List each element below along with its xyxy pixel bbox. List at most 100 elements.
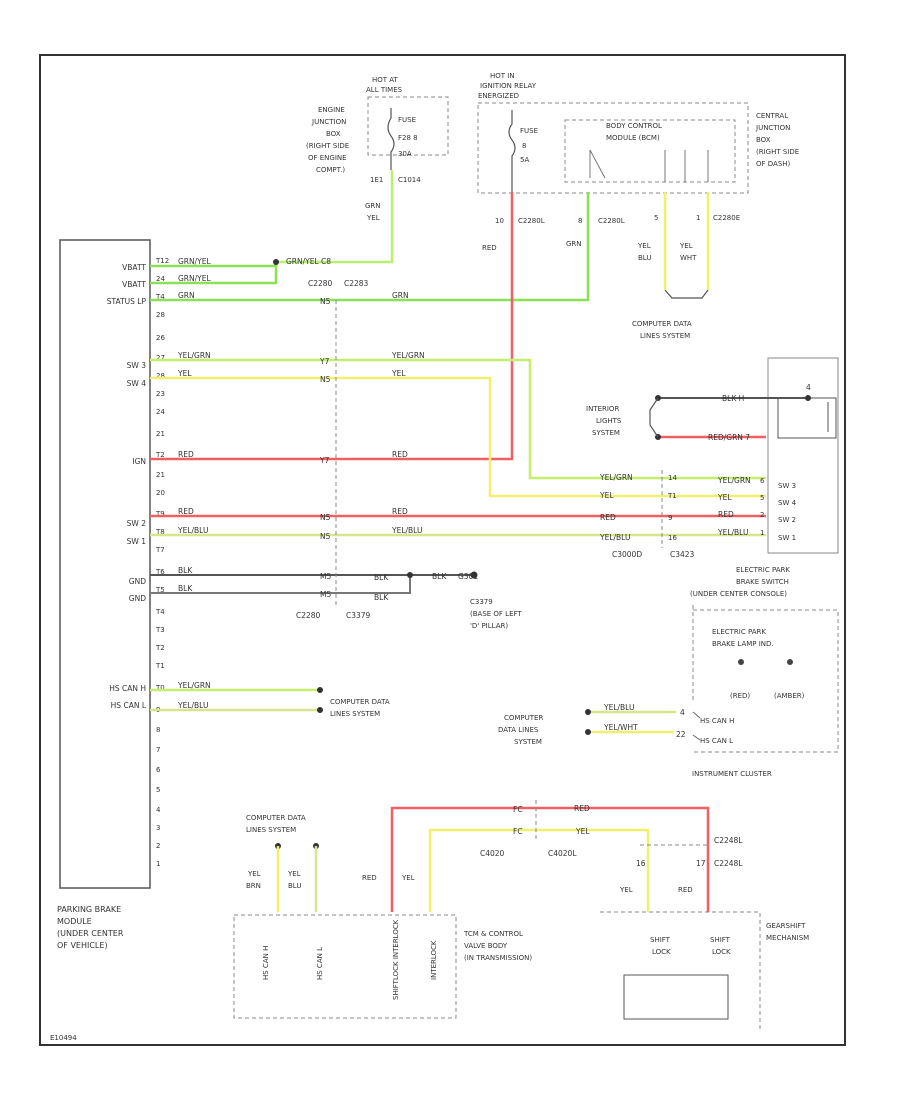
bottom-pin-fc2: FC xyxy=(513,827,523,836)
mp-sw3: Y7 xyxy=(319,357,330,366)
switch-left-pin-number: 14 xyxy=(668,474,677,482)
ml-sw4: YEL xyxy=(391,369,406,378)
module-name-line1: PARKING BRAKE xyxy=(57,905,121,914)
lbl-sw1: YEL/BLU xyxy=(177,526,208,535)
interior-3: SYSTEM xyxy=(592,429,620,437)
module-pin-number: T12 xyxy=(155,257,169,265)
lbl-gnd2: BLK xyxy=(178,584,193,593)
fuse-left-1: FUSE xyxy=(398,116,416,124)
yel-wht-1: YEL xyxy=(679,242,693,250)
tcm-dashed xyxy=(233,914,457,1019)
bcm-internal-lines xyxy=(589,149,709,182)
module-pin-number: 20 xyxy=(156,489,165,497)
module-function-label: HS CAN H xyxy=(109,684,146,693)
switch-left-wire-label: YEL xyxy=(599,491,614,500)
fuse-right-3: 5A xyxy=(520,156,529,164)
bottom-pin-6: 16 xyxy=(636,859,646,868)
wire-sw4 xyxy=(150,376,766,498)
cluster-red: (RED) xyxy=(730,692,750,700)
figure-id: E10494 xyxy=(50,1034,77,1042)
module-pin-number: 4 xyxy=(156,806,161,814)
fuse-left-symbol xyxy=(387,108,395,170)
c1014-pin: 1E1 xyxy=(370,176,383,184)
comp-data-mid-1: COMPUTER DATA xyxy=(330,698,390,706)
lamp-amber-icon xyxy=(787,659,793,665)
gearshift-dashed xyxy=(600,911,761,1030)
comp-data-bracket-top xyxy=(664,289,709,299)
grn-yel-top-2: YEL xyxy=(366,214,380,222)
diagram-frame xyxy=(39,54,846,1046)
ml-gnd-end: BLK xyxy=(432,572,447,581)
wire-vbatt2 xyxy=(150,262,278,285)
switch-pin-number: 1 xyxy=(760,529,764,537)
module-pin-number: 8 xyxy=(156,726,160,734)
bottom-shiftlock: SHIFTLOCK INTERLOCK xyxy=(392,919,400,1000)
engine-junction-box-dashed xyxy=(367,96,449,156)
tcm-2: VALVE BODY xyxy=(464,942,508,950)
mp-gnd1: M5 xyxy=(320,572,331,581)
module-function-label: SW 2 xyxy=(127,519,147,528)
module-pin-number: T6 xyxy=(155,568,165,576)
ejb-5: OF ENGINE xyxy=(308,154,347,162)
ml-gnd2: BLK xyxy=(374,593,389,602)
yel-blu-2: BLU xyxy=(638,254,651,262)
lbl-sw2: RED xyxy=(178,507,194,516)
switch-function-label: SW 4 xyxy=(778,499,797,507)
module-pin-number: T4 xyxy=(155,608,165,616)
c2280-top: C2280 xyxy=(308,279,333,288)
c4020l: C4020L xyxy=(548,849,577,858)
hot-in-run-2: IGNITION RELAY xyxy=(480,82,537,90)
switch-function-label: SW 2 xyxy=(778,516,796,524)
module-function-label: STATUS LP xyxy=(107,297,147,306)
ml-sw2: RED xyxy=(392,507,408,516)
bottom-comp-1: COMPUTER DATA xyxy=(246,814,306,822)
c4020: C4020 xyxy=(480,849,505,858)
module-pin-number: 24 xyxy=(156,408,165,416)
grn-top: GRN xyxy=(566,240,582,248)
c2280-bot: C2280 xyxy=(296,611,321,620)
bottom-yel-brn-2: BRN xyxy=(246,882,261,890)
comp-data-top-2: LINES SYSTEM xyxy=(640,332,690,340)
bottom-yel-gs: YEL xyxy=(619,886,633,894)
grn-yel-top-1: GRN xyxy=(365,202,381,210)
module-pin-number: 7 xyxy=(156,746,160,754)
interior-1: INTERIOR xyxy=(586,405,619,413)
ejb-3: BOX xyxy=(326,130,341,138)
ml-ign: RED xyxy=(392,450,408,459)
switch-name-3: (UNDER CENTER CONSOLE) xyxy=(690,590,787,598)
c2283-top: C2283 xyxy=(344,279,369,288)
bottom-hs-can-l: HS CAN L xyxy=(316,947,324,980)
c3379-loc-1: C3379 xyxy=(470,598,493,606)
lbl-hscanh: YEL/GRN xyxy=(177,681,211,690)
cluster-wire-h: YEL/BLU xyxy=(603,703,634,712)
cluster-pin-l: 22 xyxy=(676,730,686,739)
switch-left-wire-label: YEL/GRN xyxy=(599,473,633,482)
lbl-sw4: YEL xyxy=(177,369,192,378)
shift-lock-1a: SHIFT xyxy=(650,936,671,944)
lbl-status: GRN xyxy=(178,291,195,300)
module-function-label: VBATT xyxy=(122,280,146,289)
bottom-pin-fc1: FC xyxy=(513,805,523,814)
module-function-label: SW 1 xyxy=(127,537,147,546)
c2280l-pin: 10 xyxy=(495,217,504,225)
ml-sw3: YEL/GRN xyxy=(391,351,425,360)
comp-data-top-1: COMPUTER DATA xyxy=(632,320,692,328)
switch-wire-label: YEL xyxy=(717,493,732,502)
switch-left-wire-label: YEL/BLU xyxy=(599,533,630,542)
ejb-1: ENGINE xyxy=(318,106,345,114)
ejb-2: JUNCTION xyxy=(311,118,346,126)
switch-wire-label: YEL/BLU xyxy=(717,528,748,537)
wire-status-grn xyxy=(150,192,590,302)
bottom-yel-right: YEL xyxy=(575,827,590,836)
wire-grn-yel-vertical xyxy=(276,170,394,264)
ml-sw1: YEL/BLU xyxy=(391,526,422,535)
gearshift-box xyxy=(623,974,729,1020)
module-pin-number: 1 xyxy=(156,860,160,868)
lbl-red-grn: RED/GRN 7 xyxy=(708,433,750,442)
bottom-hs-can-h: HS CAN H xyxy=(262,946,270,980)
module-pin-number: T4 xyxy=(155,293,165,301)
ep-lamp-1: ELECTRIC PARK xyxy=(712,628,766,636)
connector-icon xyxy=(585,729,591,735)
fuse-left-2: F28 8 xyxy=(398,134,418,142)
switch-internal-box xyxy=(777,397,837,439)
